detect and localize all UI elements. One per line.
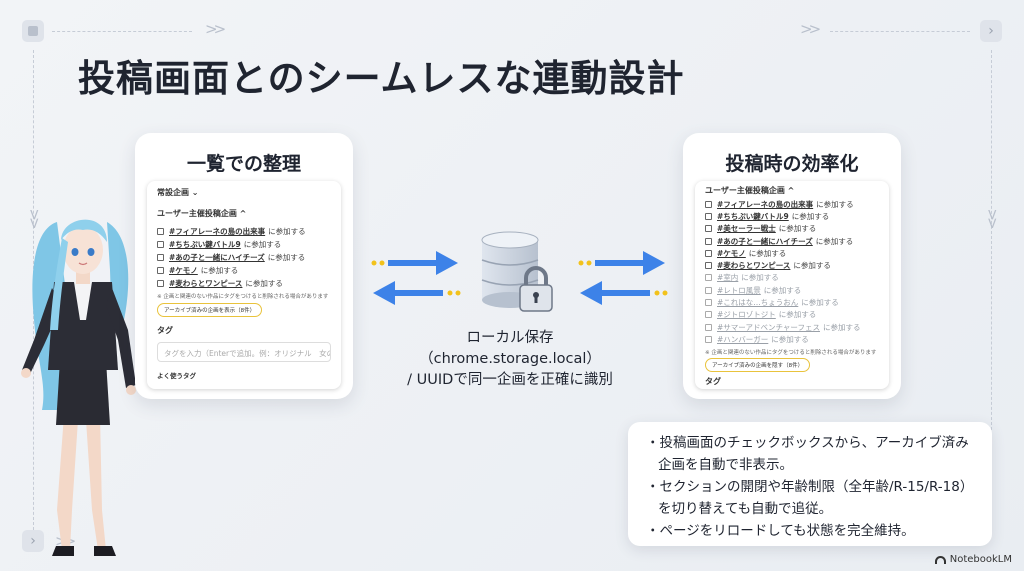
bullet-item: ページをリロードしても状態を完全維持。 [646, 520, 974, 542]
list-item[interactable]: #フィアレーネの島の出来事に参加する [705, 198, 879, 210]
checkbox[interactable] [157, 241, 164, 248]
bullet-item: 投稿画面のチェックボックスから、アーカイブ済み企画を自動で非表示。 [646, 432, 974, 476]
checkbox[interactable] [157, 280, 164, 287]
list-item[interactable]: #あの子と一緒にハイチーズに参加する [157, 251, 331, 264]
left-list-panel: 常設企画 ⌄ ユーザー主催投稿企画 ^ #フィアレーネの島の出来事に参加する #… [147, 181, 341, 389]
dropdown-label[interactable]: 常設企画 ⌄ [157, 188, 199, 197]
notebooklm-logo-icon [934, 555, 946, 564]
right-list-panel: ユーザー主催投稿企画 ^ #フィアレーネの島の出来事に参加する #ちちぷい鍵バト… [695, 181, 889, 389]
brand-watermark: NotebookLM [934, 554, 1012, 565]
list-item-archived[interactable]: #サマーアドベンチャーフェスに参加する [705, 321, 879, 333]
list-item-archived[interactable]: #これはな…ちょうおんに参加する [705, 296, 879, 308]
checkbox[interactable] [157, 254, 164, 261]
top-right-chevron-icon: >> [800, 20, 821, 38]
top-right-dashed-line [830, 31, 970, 32]
right-down-chevron-icon: >> [983, 208, 1002, 226]
top-left-corner-square [22, 20, 44, 42]
group-label[interactable]: ユーザー主催投稿企画 ^ [157, 209, 247, 218]
list-item[interactable]: #麦わらとワンピースに参加する [157, 277, 331, 290]
list-item[interactable]: #ケモノに参加する [705, 247, 879, 259]
top-chevron-icon: >> [205, 20, 226, 38]
database-lock-icon [481, 231, 553, 312]
bottom-left-arrow-icon: › [22, 530, 44, 552]
checkbox[interactable] [705, 212, 712, 220]
list-item-archived[interactable]: #ジトロゾトジトに参加する [705, 309, 879, 321]
hide-archived-button[interactable]: アーカイブ済みの企画を隠す（8件） [705, 357, 811, 372]
warning-note: ※ 企画と関連のない作品にタグをつけると削除される場合があります [705, 349, 877, 356]
checkbox[interactable] [705, 225, 712, 233]
checkbox[interactable] [705, 323, 712, 331]
checkbox[interactable] [157, 228, 164, 235]
checkbox[interactable] [705, 286, 712, 294]
page-title: 投稿画面とのシームレスな連動設計 [78, 57, 685, 100]
storage-description: ローカル保存 （chrome.storage.local） / UUIDで同一企… [407, 330, 613, 388]
bullet-item: セクションの開閉や年齢制限（全年齢/R-15/R-18）を切り替えても自動で追従… [646, 476, 974, 520]
list-item-archived[interactable]: #ハンバーガーに参加する [705, 333, 879, 345]
checkbox[interactable] [705, 262, 712, 270]
checkbox[interactable] [705, 274, 712, 282]
right-dashed-line [991, 50, 992, 430]
list-item[interactable]: #フィアレーネの島の出来事に参加する [157, 225, 331, 238]
list-item[interactable]: #美セーラー戦士に参加する [705, 223, 879, 235]
sync-arrows-right-icon [578, 251, 668, 305]
list-item-archived[interactable]: #室内に参加する [705, 272, 879, 284]
often-used-tags-label: よく使うタグ [157, 372, 196, 380]
list-item[interactable]: #麦わらとワンピースに参加する [705, 259, 879, 271]
checkbox[interactable] [705, 237, 712, 245]
left-card-title: 一覧での整理 [186, 153, 301, 175]
right-feature-card: 投稿時の効率化 ユーザー主催投稿企画 ^ #フィアレーネの島の出来事に参加する … [683, 133, 901, 399]
tag-input[interactable]: タグを入力（Enterで追加。例：オリジナル 女の [157, 342, 331, 362]
top-left-dashed-line [52, 31, 192, 32]
list-item[interactable]: #あの子と一緒にハイチーズに参加する [705, 235, 879, 247]
left-feature-card: 一覧での整理 常設企画 ⌄ ユーザー主催投稿企画 ^ #フィアレーネの島の出来事… [135, 133, 353, 399]
checkbox[interactable] [157, 267, 164, 274]
checkbox[interactable] [705, 200, 712, 208]
top-right-arrow-icon: › [980, 20, 1002, 42]
list-item[interactable]: #ケモノに参加する [157, 264, 331, 277]
tag-section-label: タグ [705, 376, 721, 386]
show-archived-button[interactable]: アーカイブ済みの企画を表示（8件） [157, 303, 263, 317]
character-illustration [21, 219, 136, 556]
checkbox[interactable] [705, 311, 712, 319]
list-item-archived[interactable]: #レトロ風景に参加する [705, 284, 879, 296]
tag-section-label: タグ [157, 326, 173, 335]
warning-note: ※ 企画と関連のない作品にタグをつけると削除される場合があります [157, 294, 329, 300]
sync-arrows-left-icon [371, 251, 461, 305]
checkbox[interactable] [705, 299, 712, 307]
group-label[interactable]: ユーザー主催投稿企画 ^ [705, 186, 795, 195]
feature-bullets: 投稿画面のチェックボックスから、アーカイブ済み企画を自動で非表示。 セクションの… [628, 422, 992, 546]
checkbox[interactable] [705, 249, 712, 257]
right-card-title: 投稿時の効率化 [725, 153, 859, 175]
checkbox[interactable] [705, 335, 712, 343]
